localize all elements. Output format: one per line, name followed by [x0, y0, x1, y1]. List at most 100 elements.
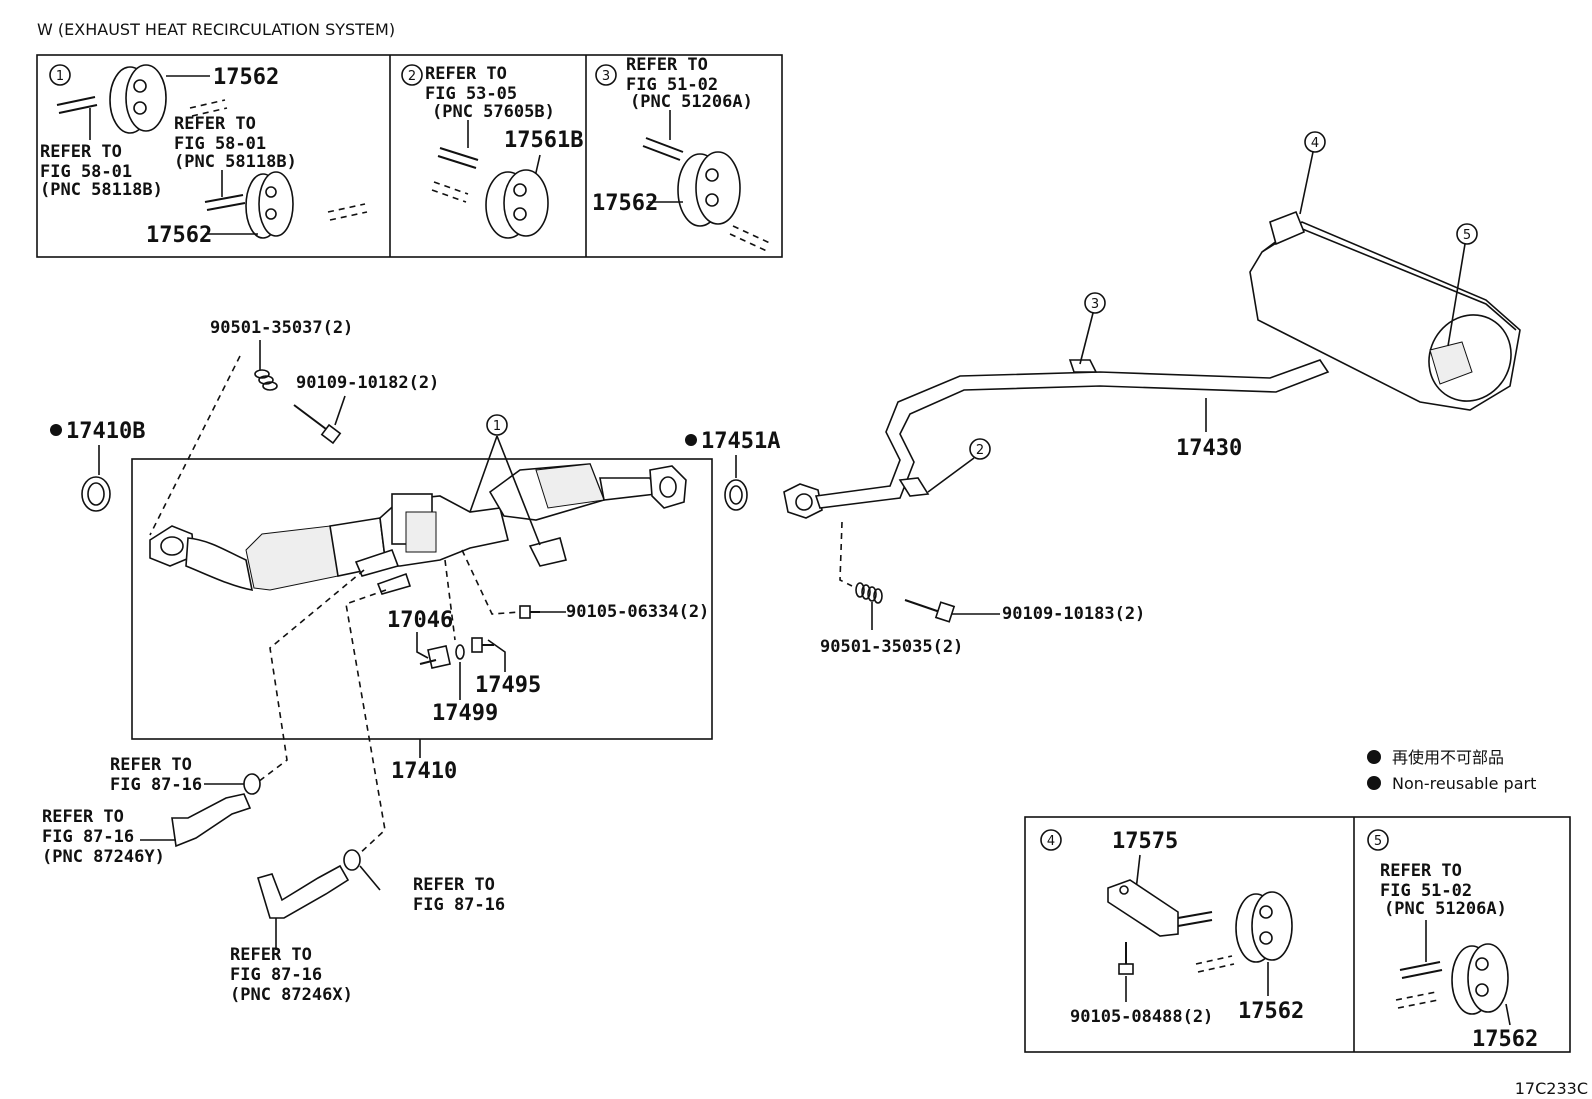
callout-5-marker: 5 [1463, 228, 1471, 243]
inset-1: 1 17562 REFER TO FIG 58-01 (PNC 58118B) … [40, 64, 368, 248]
inset-2: 2 REFER TO FIG 53-05 (PNC 57605B) 17561B [401, 64, 583, 239]
inset-1-ref-right-3: (PNC 58118B) [174, 152, 297, 172]
non-reusable-dot-icon [1367, 776, 1381, 790]
inset-1-marker: 1 [56, 69, 64, 84]
rubber-hanger-icon [485, 169, 549, 239]
bolt-front-label: 90109-10182(2) [296, 373, 439, 393]
bolt-rear-label: 90109-10183(2) [1002, 604, 1145, 624]
callout-2-main: 2 [927, 438, 991, 493]
gasket-rear: 17451A [685, 429, 780, 511]
inset-1-ref-left-2: FIG 58-01 [40, 162, 132, 182]
callout-4-main: 4 [1299, 131, 1326, 215]
hose-ref4-line3: (PNC 87246X) [230, 985, 353, 1005]
sensor-icon [419, 645, 451, 669]
hose-left: REFER TO FIG 87-16 REFER TO FIG 87-16 (P… [42, 569, 365, 867]
rubber-hanger-icon [245, 171, 294, 239]
exhaust-converter-icon [149, 463, 687, 595]
hose-ref1-line2: FIG 87-16 [110, 775, 202, 795]
hose-ref2-line3: (PNC 87246Y) [42, 847, 165, 867]
bolt-icon [293, 404, 342, 445]
rubber-hanger-icon [1451, 943, 1509, 1015]
diagram-code: 17C233C [1515, 1079, 1588, 1098]
bolt-center-label: 90105-06334(2) [566, 602, 709, 622]
callout-1-main: 1 [469, 414, 541, 546]
hose-ref2-line2: FIG 87-16 [42, 827, 134, 847]
non-reusable-dot-icon [50, 424, 62, 436]
washer-label: 17499 [432, 701, 498, 726]
inset-2-marker: 2 [408, 69, 416, 84]
bolt-icon [519, 605, 540, 619]
inset-5-marker: 5 [1374, 834, 1382, 849]
hose-ref4-line2: FIG 87-16 [230, 965, 322, 985]
sensor-group: 17046 17499 17495 [387, 559, 541, 726]
inset-1-ref-left-3: (PNC 58118B) [40, 180, 163, 200]
inset-4-bolt-label: 90105-08488(2) [1070, 1007, 1213, 1027]
tailpipe-muffler-icon [783, 210, 1521, 519]
converter-label: 17410 [391, 759, 457, 784]
front-spring-bolt: 90501-35037(2) 90109-10182(2) [149, 318, 439, 536]
tailpipe-label: 17430 [1176, 436, 1242, 461]
inset-3-ref-1: REFER TO [626, 55, 708, 75]
inset-3-marker: 3 [602, 69, 610, 84]
hose-icon [171, 793, 252, 848]
callout-3-main: 3 [1079, 292, 1106, 365]
hose-ref1-line1: REFER TO [110, 755, 192, 775]
inset-3-part: 17562 [592, 191, 658, 216]
inset-5-ref-2: FIG 51-02 [1380, 881, 1472, 901]
callout-3-marker: 3 [1091, 297, 1099, 312]
sensor-label: 17046 [387, 608, 453, 633]
inset-1-ref-left-1: REFER TO [40, 142, 122, 162]
non-reusable-dot-icon [1367, 750, 1381, 764]
rubber-hanger-icon [109, 64, 167, 134]
hanger-bracket-icon [1107, 879, 1213, 937]
inset-5-ref-1: REFER TO [1380, 861, 1462, 881]
rubber-hanger-icon [677, 151, 741, 227]
inset-1-part-top: 17562 [213, 65, 279, 90]
inset-4-hanger-label: 17562 [1238, 999, 1304, 1024]
spring-icon [855, 582, 883, 604]
plug-icon [471, 637, 494, 653]
inset-3: 3 REFER TO FIG 51-02 (PNC 51206A) 17562 [592, 55, 773, 253]
gasket-rear-label: 17451A [701, 429, 780, 454]
hose-ref3-line1: REFER TO [413, 875, 495, 895]
inset-1-ref-right-1: REFER TO [174, 114, 256, 134]
inset-3-ref-2: FIG 51-02 [626, 75, 718, 95]
inset-4: 4 17575 90105-08488(2) 17562 [1040, 829, 1304, 1027]
gasket-front-label: 17410B [66, 419, 145, 444]
bolt-icon [1118, 942, 1134, 975]
bolt-center: 90105-06334(2) [461, 549, 709, 622]
rear-spring-bolt: 90501-35035(2) 90109-10183(2) [820, 521, 1145, 657]
inset-1-ref-right-2: FIG 58-01 [174, 134, 266, 154]
diagram-title: W (EXHAUST HEAT RECIRCULATION SYSTEM) [37, 20, 395, 39]
hose-icon [257, 864, 350, 919]
inset-1-marker-circle [49, 64, 71, 86]
callout-5-main: 5 [1447, 223, 1478, 347]
inset-5: 5 REFER TO FIG 51-02 (PNC 51206A) 17562 [1367, 829, 1538, 1052]
hose-ref3-line2: FIG 87-16 [413, 895, 505, 915]
legend-japanese: 再使用不可部品 [1392, 748, 1504, 767]
callout-4-marker: 4 [1311, 136, 1319, 151]
spring-rear-label: 90501-35035(2) [820, 637, 963, 657]
gasket-ring-icon [81, 476, 111, 512]
rubber-hanger-icon [1235, 891, 1293, 963]
plug-label: 17495 [475, 673, 541, 698]
gasket-ring-icon [724, 479, 748, 511]
spring-front-label: 90501-35037(2) [210, 318, 353, 338]
top-inset-box [36, 54, 783, 258]
washer-icon [455, 644, 465, 660]
hose-right: REFER TO FIG 87-16 REFER TO FIG 87-16 (P… [230, 589, 505, 1005]
inset-4-marker: 4 [1047, 834, 1055, 849]
hose-ref2-line1: REFER TO [42, 807, 124, 827]
hose-clamp-icon [243, 773, 261, 795]
inset-2-ref-3: (PNC 57605B) [432, 102, 555, 122]
legend-english: Non-reusable part [1392, 774, 1536, 793]
gasket-front: 17410B [50, 419, 145, 512]
converter-label-group: 17410 [391, 739, 457, 784]
callout-2-marker: 2 [976, 443, 984, 458]
hose-ref4-line1: REFER TO [230, 945, 312, 965]
inset-2-ref-1: REFER TO [425, 64, 507, 84]
inset-4-bracket-label: 17575 [1112, 829, 1178, 854]
inset-5-part: 17562 [1472, 1027, 1538, 1052]
inset-3-ref-3: (PNC 51206A) [630, 92, 753, 112]
